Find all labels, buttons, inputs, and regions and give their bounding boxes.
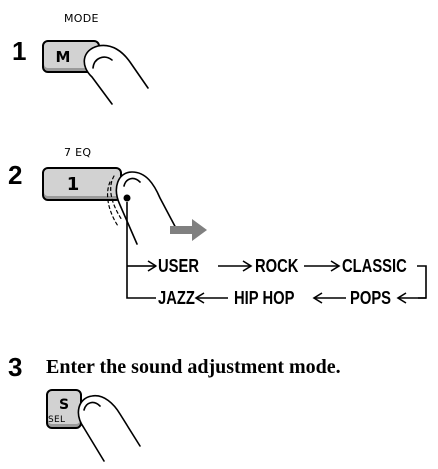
eq-preset-1-button[interactable]: 1	[42, 167, 122, 201]
cycle-loop-icon	[126, 202, 427, 304]
step-3-instruction: Enter the sound adjustment mode.	[46, 356, 341, 378]
sel-button[interactable]: S	[46, 389, 82, 429]
right-arrow-icon	[170, 219, 207, 241]
eq-mode-user: USER	[158, 256, 200, 276]
eq-key-label: 7 EQ	[64, 146, 92, 159]
sel-key-label: SEL	[48, 415, 66, 425]
finger-press-icon	[106, 171, 179, 245]
eq-mode-classic: CLASSIC	[342, 256, 407, 276]
sel-button-face: S	[58, 397, 70, 413]
eq-mode-rock: ROCK	[255, 256, 299, 276]
step-3-number: 3	[8, 352, 23, 382]
finger-press-icon	[77, 394, 141, 462]
eq-button-face: 1	[66, 173, 80, 195]
eq-mode-hip-hop: HIP HOP	[234, 288, 295, 308]
mode-button-face: M	[55, 47, 71, 66]
eq-mode-jazz: JAZZ	[158, 288, 195, 308]
step-2-number: 2	[8, 160, 23, 190]
mode-key-label: MODE	[64, 12, 99, 25]
eq-mode-pops: POPS	[350, 288, 392, 308]
step-1-number: 1	[12, 36, 27, 66]
finger-press-icon	[83, 44, 149, 105]
